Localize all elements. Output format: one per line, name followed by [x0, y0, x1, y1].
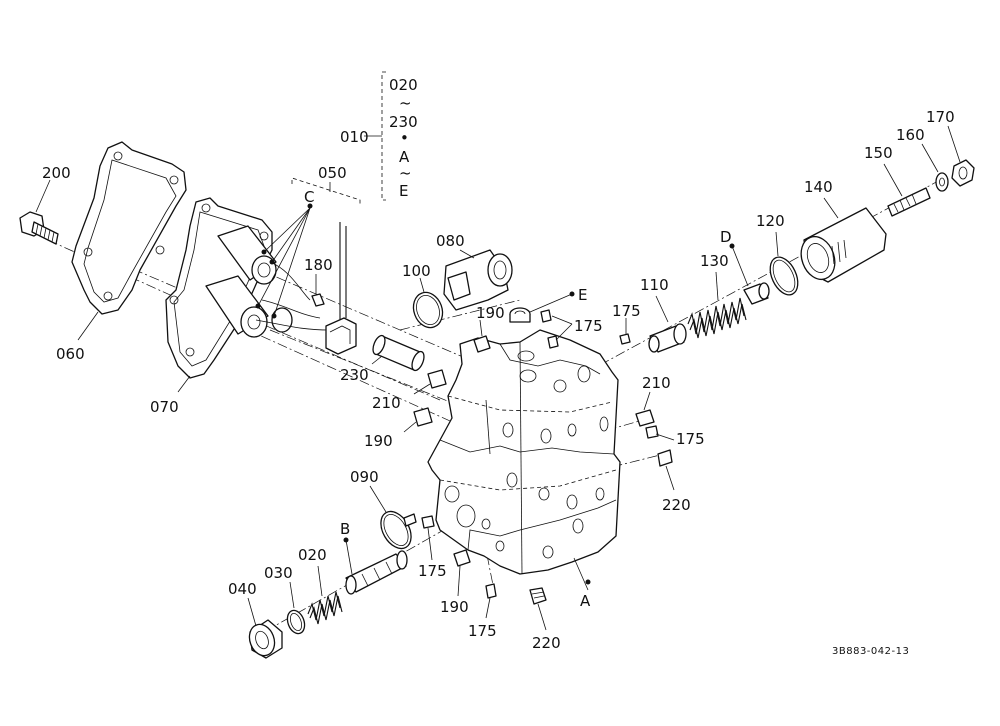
part-175-plugs-top	[540, 309, 631, 349]
part-spool-D	[729, 243, 770, 305]
label-130: 130	[700, 252, 729, 270]
label-150: 150	[864, 144, 893, 162]
label-200: 200	[42, 164, 71, 182]
label-190-lower: 190	[440, 598, 469, 616]
part-230-pipe	[371, 334, 425, 372]
part-140-solenoid	[800, 197, 887, 283]
label-175-bottom: 175	[468, 622, 497, 640]
part-190-plug-top	[473, 319, 491, 353]
label-110: 110	[640, 276, 669, 294]
part-090-ring	[369, 485, 417, 550]
label-080: 080	[436, 232, 465, 250]
label-070: 070	[150, 398, 179, 416]
part-060-cover-plate	[71, 141, 187, 341]
ref-range-end: E	[399, 182, 408, 200]
label-100: 100	[402, 262, 431, 280]
range-end: 230	[389, 113, 418, 131]
label-030: 030	[264, 564, 293, 582]
label-190-top: 190	[476, 304, 505, 322]
part-180-pin	[311, 274, 325, 307]
part-labels: 200 060 070 050 180 080 100 230 210 190 …	[42, 108, 955, 652]
part-200-bolt	[19, 179, 59, 245]
ref-letter-C: C	[304, 188, 314, 206]
part-plug-E	[509, 291, 575, 323]
label-120: 120	[756, 212, 785, 230]
label-210-left: 210	[372, 394, 401, 412]
label-170: 170	[926, 108, 955, 126]
part-050-harness	[291, 177, 361, 355]
part-group-bracket: 010 020 ~ 230 • A ~ E	[340, 71, 418, 201]
part-160-washer	[921, 143, 949, 192]
label-180: 180	[304, 256, 333, 274]
label-140: 140	[804, 178, 833, 196]
ref-letter-B: B	[340, 520, 350, 538]
label-175-top: 175	[574, 317, 603, 335]
part-190-plug-lower	[453, 549, 471, 597]
group-label-010: 010	[340, 128, 369, 146]
ref-range-start: A	[399, 148, 410, 166]
label-220-bottom: 220	[532, 634, 561, 652]
label-175-right: 175	[676, 430, 705, 448]
range-tilde-2: ~	[399, 164, 412, 182]
part-040-plug	[247, 597, 283, 659]
ref-letter-D: D	[720, 228, 732, 246]
ref-letter-E: E	[578, 286, 587, 304]
reference-letters: A B C D E	[304, 188, 732, 610]
part-210-plug-right	[635, 391, 655, 427]
label-190-left: 190	[364, 432, 393, 450]
part-175-plug-bottom	[485, 583, 497, 619]
label-175-right-top: 175	[612, 302, 641, 320]
part-020-spring	[307, 565, 343, 625]
part-220-plug-bottom	[529, 587, 547, 631]
part-190-plug-left	[403, 407, 433, 433]
label-060: 060	[56, 345, 85, 363]
range-tilde-1: ~	[399, 94, 412, 112]
part-210-plug-left	[413, 369, 447, 395]
label-050: 050	[318, 164, 347, 182]
part-solenoid-valves	[205, 203, 331, 338]
part-175-plug-lower-left	[421, 515, 435, 561]
ref-letter-A: A	[580, 592, 591, 610]
part-175-plug-right	[645, 425, 675, 441]
label-175-lower-left: 175	[418, 562, 447, 580]
part-130-spring	[687, 271, 747, 339]
label-040: 040	[228, 580, 257, 598]
part-170-nut	[947, 125, 975, 187]
range-start: 020	[389, 76, 418, 94]
label-230: 230	[340, 366, 369, 384]
label-090: 090	[350, 468, 379, 486]
part-150-stud	[883, 163, 931, 217]
label-220-right: 220	[662, 496, 691, 514]
part-spool-B	[343, 537, 408, 595]
part-220-plug-right	[657, 449, 675, 491]
part-100-oring	[412, 277, 444, 329]
part-120-oring	[769, 231, 799, 296]
label-210-right: 210	[642, 374, 671, 392]
part-valve-body	[427, 329, 621, 591]
part-080-plug	[443, 249, 513, 311]
part-110-valve	[648, 295, 687, 353]
part-030-oring	[286, 581, 306, 635]
label-160: 160	[896, 126, 925, 144]
figure-code: 3B883-042-13	[832, 646, 909, 657]
label-020: 020	[298, 546, 327, 564]
range-separator: •	[400, 129, 409, 147]
